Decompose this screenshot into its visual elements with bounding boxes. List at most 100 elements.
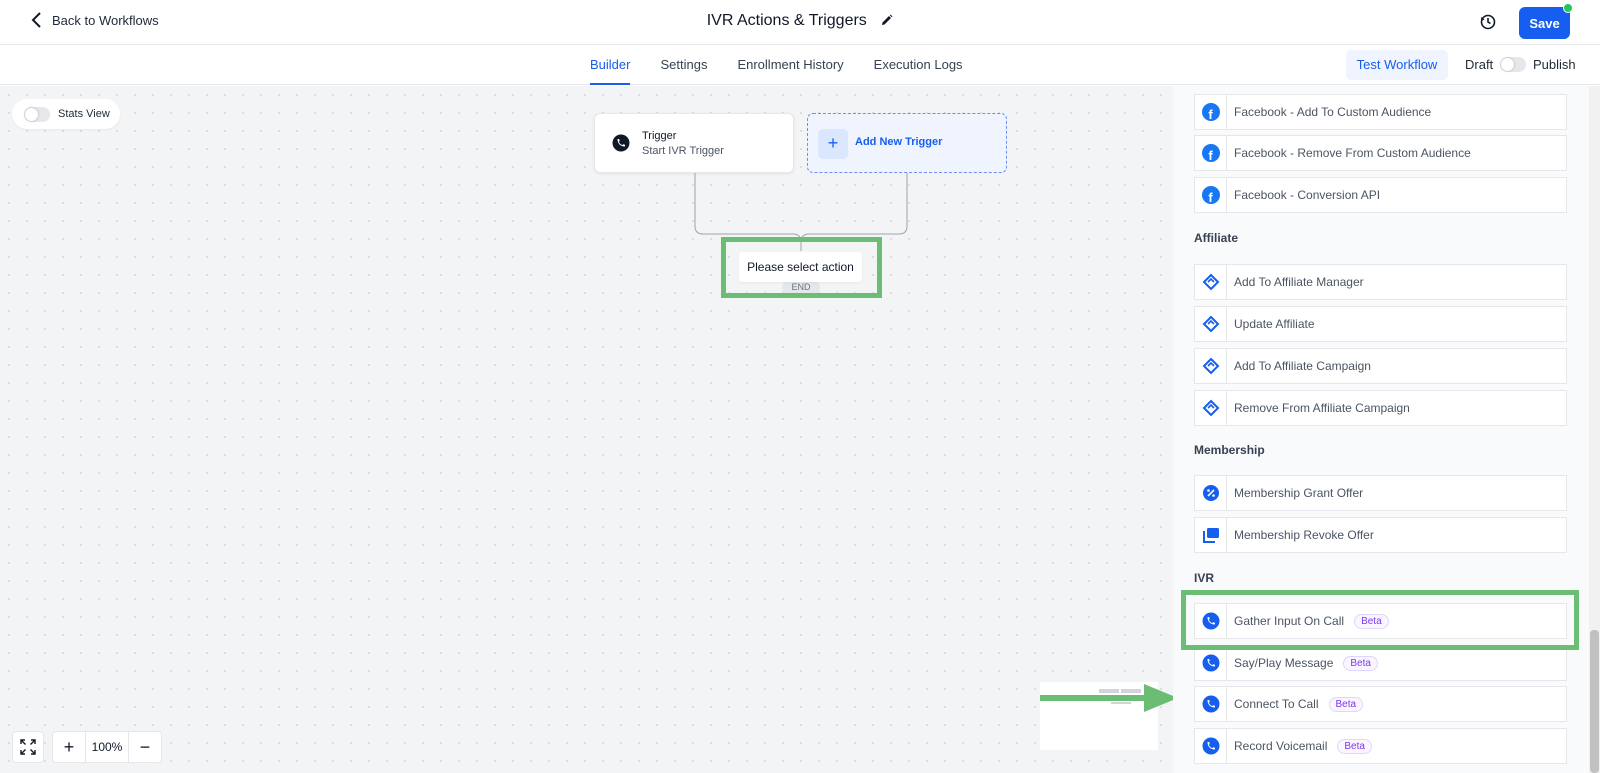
action-facebook-conversion-api[interactable]: f Facebook - Conversion API xyxy=(1194,177,1567,213)
section-title-membership: Membership xyxy=(1194,443,1265,457)
beta-badge: Beta xyxy=(1354,613,1389,629)
beta-badge: Beta xyxy=(1328,696,1364,712)
connector-lines xyxy=(694,173,908,251)
action-label: Facebook - Conversion API xyxy=(1234,188,1381,202)
action-label: Facebook - Remove From Custom Audience xyxy=(1234,146,1471,160)
phone-icon xyxy=(612,134,630,152)
affiliate-icon xyxy=(1202,399,1219,417)
plus-icon: + xyxy=(818,129,848,159)
test-workflow-button[interactable]: Test Workflow xyxy=(1346,50,1448,80)
panel-scrollbar[interactable] xyxy=(1589,86,1600,773)
history-icon[interactable] xyxy=(1479,13,1497,31)
trigger-subtitle: Start IVR Trigger xyxy=(642,145,724,157)
section-title-affiliate: Affiliate xyxy=(1194,231,1239,245)
zoom-in-button[interactable]: + xyxy=(63,736,75,757)
action-connect-to-call[interactable]: Connect To Call Beta xyxy=(1194,686,1567,722)
workflow-canvas[interactable]: Stats View Trigger Start IVR Trigger + A… xyxy=(0,86,1178,773)
beta-badge: Beta xyxy=(1337,738,1372,754)
trigger-card[interactable]: Trigger Start IVR Trigger xyxy=(594,113,794,173)
top-bar: Back to Workflows IVR Actions & Triggers… xyxy=(0,0,1600,45)
highlight-box-gather-input xyxy=(1181,590,1579,650)
action-label: Facebook - Add To Custom Audience xyxy=(1234,105,1432,119)
icon-box xyxy=(1195,349,1227,383)
zoom-level: 100% xyxy=(85,732,129,762)
tab-builder[interactable]: Builder xyxy=(590,45,631,85)
icon-box xyxy=(1195,604,1227,638)
chevron-left-icon xyxy=(31,12,41,28)
phone-icon xyxy=(1202,695,1219,713)
affiliate-icon xyxy=(1202,357,1219,375)
action-record-voicemail[interactable]: Record Voicemail Beta xyxy=(1194,728,1567,764)
facebook-icon: f xyxy=(1201,144,1220,162)
action-label: Record Voicemail xyxy=(1234,739,1328,753)
minimap[interactable] xyxy=(1040,682,1158,750)
action-remove-from-affiliate-campaign[interactable]: Remove From Affiliate Campaign xyxy=(1194,390,1567,426)
icon-box: f xyxy=(1195,95,1227,129)
publish-toggle[interactable] xyxy=(1500,57,1526,72)
expand-icon xyxy=(20,739,36,755)
highlight-box-canvas xyxy=(721,237,882,298)
icon-box xyxy=(1195,265,1227,299)
affiliate-icon xyxy=(1202,315,1219,333)
action-gather-input-on-call[interactable]: Gather Input On Call Beta xyxy=(1194,603,1567,639)
icon-box xyxy=(1195,646,1227,680)
minimap-node xyxy=(1111,702,1131,704)
tab-list: Builder Settings Enrollment History Exec… xyxy=(590,45,993,85)
action-update-affiliate[interactable]: Update Affiliate xyxy=(1194,306,1567,342)
workflow-title-text: IVR Actions & Triggers xyxy=(706,12,867,29)
back-to-workflows-link[interactable]: Back to Workflows xyxy=(30,12,159,28)
facebook-icon: f xyxy=(1201,186,1220,204)
action-label: Add To Affiliate Campaign xyxy=(1234,359,1371,373)
stats-view-toggle[interactable]: Stats View xyxy=(12,99,120,129)
icon-box xyxy=(1195,307,1227,341)
workflow-title: IVR Actions & Triggers xyxy=(0,12,1600,30)
icon-box xyxy=(1195,476,1227,510)
zoom-group: + 100% − xyxy=(52,731,162,763)
icon-box xyxy=(1195,391,1227,425)
panel-scrollbar-thumb[interactable] xyxy=(1590,630,1599,773)
tab-settings[interactable]: Settings xyxy=(660,57,708,72)
save-button[interactable]: Save xyxy=(1519,7,1570,39)
facebook-icon: f xyxy=(1201,103,1220,121)
section-title-ivr: IVR xyxy=(1194,571,1215,585)
add-trigger-label: Add New Trigger xyxy=(855,136,943,148)
action-label: Connect To Call xyxy=(1234,697,1319,711)
action-say-play-message[interactable]: Say/Play Message Beta xyxy=(1194,645,1567,681)
stats-view-label: Stats View xyxy=(58,108,110,120)
zoom-controls: + 100% − xyxy=(12,731,162,763)
phone-icon xyxy=(1202,654,1219,672)
select-action-tooltip[interactable]: Please select action xyxy=(739,252,862,282)
phone-icon xyxy=(1202,612,1219,630)
action-membership-grant-offer[interactable]: Membership Grant Offer xyxy=(1194,475,1567,511)
icon-box: f xyxy=(1195,178,1227,212)
action-label: Add To Affiliate Manager xyxy=(1234,275,1364,289)
tab-execution-logs[interactable]: Execution Logs xyxy=(873,57,963,72)
icon-box xyxy=(1195,518,1227,552)
back-label: Back to Workflows xyxy=(52,12,159,28)
stats-toggle-switch[interactable] xyxy=(24,106,50,122)
icon-box: f xyxy=(1195,136,1227,170)
beta-badge: Beta xyxy=(1343,655,1378,671)
zoom-out-button[interactable]: − xyxy=(139,736,151,757)
add-new-trigger-button[interactable]: + Add New Trigger xyxy=(807,113,1007,173)
end-node: END xyxy=(782,279,820,295)
minimap-node xyxy=(1121,689,1141,693)
action-facebook-remove-custom-audience[interactable]: f Facebook - Remove From Custom Audience xyxy=(1194,135,1567,171)
action-membership-revoke-offer[interactable]: Membership Revoke Offer xyxy=(1194,517,1567,553)
action-add-to-affiliate-campaign[interactable]: Add To Affiliate Campaign xyxy=(1194,348,1567,384)
affiliate-icon xyxy=(1202,273,1219,291)
draft-label: Draft xyxy=(1465,57,1494,72)
status-dot xyxy=(1563,3,1573,13)
grant-offer-icon xyxy=(1202,485,1219,501)
action-add-to-affiliate-manager[interactable]: Add To Affiliate Manager xyxy=(1194,264,1567,300)
fit-view-button[interactable] xyxy=(12,731,44,763)
action-facebook-add-custom-audience[interactable]: f Facebook - Add To Custom Audience xyxy=(1194,94,1567,130)
action-label: Say/Play Message xyxy=(1234,656,1334,670)
pencil-icon[interactable] xyxy=(881,14,893,26)
arrow-annotation-icon xyxy=(1040,684,1178,712)
tab-enrollment-history[interactable]: Enrollment History xyxy=(737,57,844,72)
action-label: Update Affiliate xyxy=(1234,317,1315,331)
icon-box xyxy=(1195,729,1227,763)
icon-box xyxy=(1195,687,1227,721)
action-label: Membership Revoke Offer xyxy=(1234,528,1374,542)
